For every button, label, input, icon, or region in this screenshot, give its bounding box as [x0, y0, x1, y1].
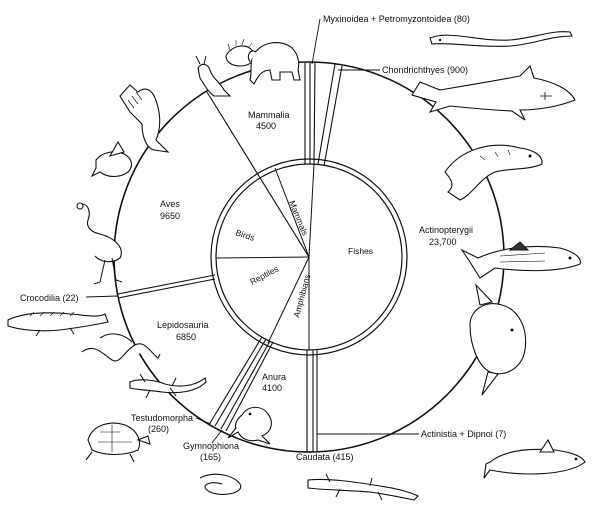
- count-aves: 9650: [160, 211, 180, 221]
- salamander-icon: [307, 473, 419, 501]
- kangaroo-icon: [195, 55, 232, 97]
- elephant-icon: [247, 42, 301, 85]
- divider-testudo-a: [209, 336, 263, 424]
- divider-gymno: [220, 340, 271, 430]
- inner-label-mammals: Mammals: [287, 199, 310, 237]
- inner-ring-outer: [210, 158, 408, 356]
- callout-crocodilia: Crocodilia (22): [20, 293, 79, 303]
- callout-actinistia: Actinistia + Dipnoi (7): [421, 429, 506, 439]
- count-mammalia: 4500: [256, 121, 276, 131]
- coelacanth-icon: [483, 438, 586, 479]
- divider-gymno-b: [225, 341, 274, 432]
- inner-divider-reptiles-amphibians: [267, 256, 310, 344]
- leader-crocodilia: [85, 295, 119, 298]
- trout-icon: [444, 144, 543, 201]
- divider-mammalia-aves: [206, 91, 310, 258]
- divider-crocodilia-a: [117, 274, 216, 295]
- divider-chondrichthyes-b: [323, 65, 343, 167]
- crocodile-icon: [7, 311, 109, 337]
- inner-divider-mammals-birds: [274, 167, 310, 258]
- lizard-icon: [129, 373, 207, 399]
- label-aves: Aves: [160, 199, 180, 209]
- callout-testudomorpha-name: Testudomorpha: [131, 413, 193, 423]
- label-actinopterygii: Actinopterygii: [419, 225, 473, 235]
- callout-chondrichthyes: Chondrichthyes (900): [382, 65, 468, 75]
- divider-chondrichthyes: [317, 63, 336, 165]
- count-anura: 4100: [262, 383, 282, 393]
- sunfish-icon: [469, 283, 527, 396]
- callout-caudata: Caudata (415): [296, 452, 354, 462]
- frog-icon: [227, 406, 272, 445]
- inner-divider-birds-reptiles: [215, 256, 310, 259]
- turtle-icon: [85, 422, 151, 463]
- snake-icon: [81, 333, 161, 362]
- shark-icon: [411, 64, 576, 121]
- divider-crocodilia-b: [117, 278, 216, 299]
- leader-myxinoidea: [311, 18, 321, 65]
- callout-gymnophiona-name: Gymnophiona: [183, 441, 239, 451]
- label-lepidosauria: Lepidosauria: [157, 320, 209, 330]
- eagle-icon: [119, 84, 170, 153]
- callout-myxinoidea: Myxinoidea + Petromyzontoidea (80): [323, 14, 470, 24]
- label-anura: Anura: [262, 372, 286, 382]
- divider-testudo-b: [214, 338, 267, 427]
- mackerel-icon: [460, 241, 581, 279]
- leader-testudomorpha: [195, 417, 212, 425]
- sparrow-icon: [90, 140, 133, 178]
- inner-label-fishes: Fishes: [348, 246, 373, 256]
- callout-testudomorpha-count: (260): [148, 424, 169, 434]
- count-lepidosauria: 6850: [176, 332, 196, 342]
- caecilian-icon: [199, 473, 242, 495]
- label-mammalia: Mammalia: [248, 110, 290, 120]
- leader-gymnophiona: [211, 429, 223, 444]
- count-actinopterygii: 23,700: [429, 237, 457, 247]
- ostrich-icon: [76, 202, 123, 285]
- callout-gymnophiona-count: (165): [200, 452, 221, 462]
- inner-label-reptiles: Reptiles: [248, 264, 280, 287]
- inner-label-birds: Birds: [234, 227, 256, 242]
- inner-divider-fishes-mammals: [308, 163, 315, 258]
- lamprey-icon: [429, 31, 573, 47]
- divider-top-c: [313, 62, 316, 165]
